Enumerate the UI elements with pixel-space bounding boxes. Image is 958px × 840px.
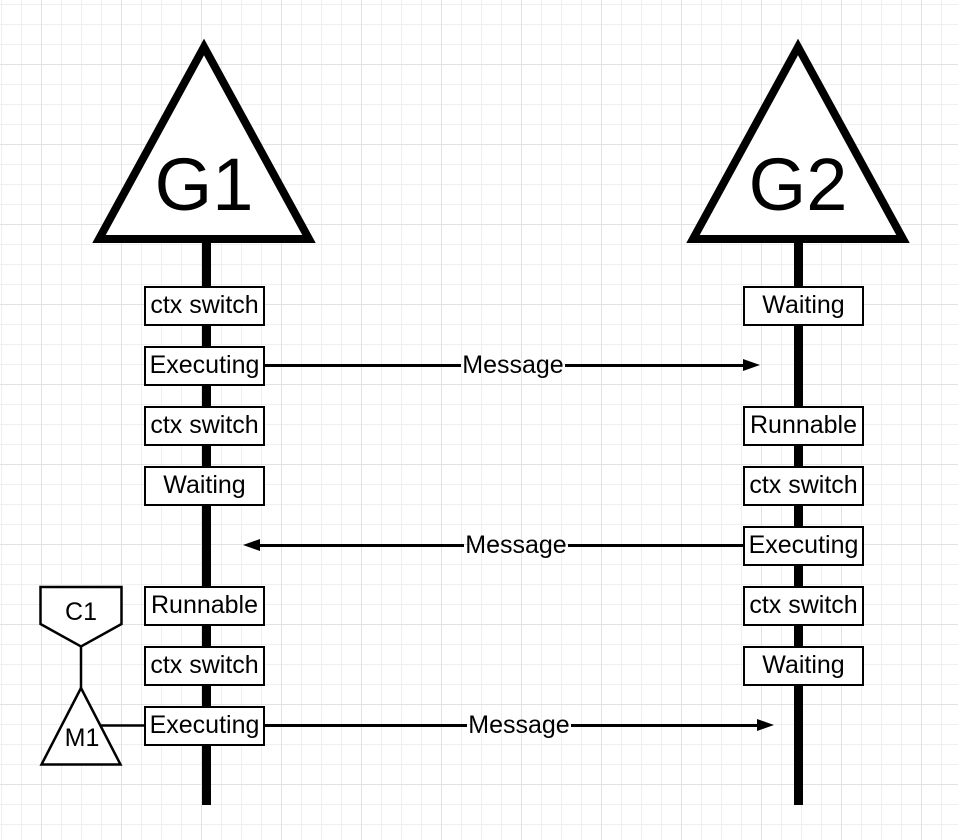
message-label: Message — [462, 351, 564, 379]
message-line-segment — [265, 724, 467, 727]
message-line-segment — [568, 544, 743, 547]
state-box-g1-1: Executing — [144, 346, 265, 386]
machine-triangle-m1 — [39, 685, 123, 766]
lifeline-g1 — [201, 243, 211, 805]
message-line-segment — [571, 724, 757, 727]
arrowhead-left-icon — [243, 539, 260, 551]
message-label: Message — [468, 711, 570, 739]
lifeline-g2 — [793, 243, 803, 805]
goroutine-triangle-g1 — [92, 38, 316, 243]
goroutine-triangle-g2 — [686, 38, 910, 243]
channel-pentagon-c1 — [39, 585, 123, 648]
state-box-g1-0: ctx switch — [144, 286, 265, 326]
state-box-g2-4: ctx switch — [743, 586, 864, 626]
channel-label-c1: C1 — [65, 598, 97, 626]
state-box-g2-5: Waiting — [743, 646, 864, 686]
state-box-g2-3: Executing — [743, 526, 864, 566]
goroutine-label-g2: G2 — [748, 143, 848, 226]
state-box-g1-2: ctx switch — [144, 406, 265, 446]
state-box-g1-4: Runnable — [144, 586, 265, 626]
state-box-g2-2: ctx switch — [743, 466, 864, 506]
message-line-segment — [265, 364, 461, 367]
goroutine-label-g1: G1 — [154, 143, 254, 226]
message-label: Message — [465, 531, 567, 559]
message-line-segment — [565, 364, 743, 367]
arrowhead-right-icon — [743, 359, 760, 371]
state-box-g1-3: Waiting — [144, 466, 265, 506]
machine-label-m1: M1 — [64, 724, 100, 752]
state-box-g1-5: ctx switch — [144, 646, 265, 686]
state-box-g2-0: Waiting — [743, 286, 864, 326]
arrowhead-right-icon — [757, 719, 774, 731]
state-box-g2-1: Runnable — [743, 406, 864, 446]
state-box-g1-6: Executing — [144, 706, 265, 746]
message-line-segment — [260, 544, 464, 547]
